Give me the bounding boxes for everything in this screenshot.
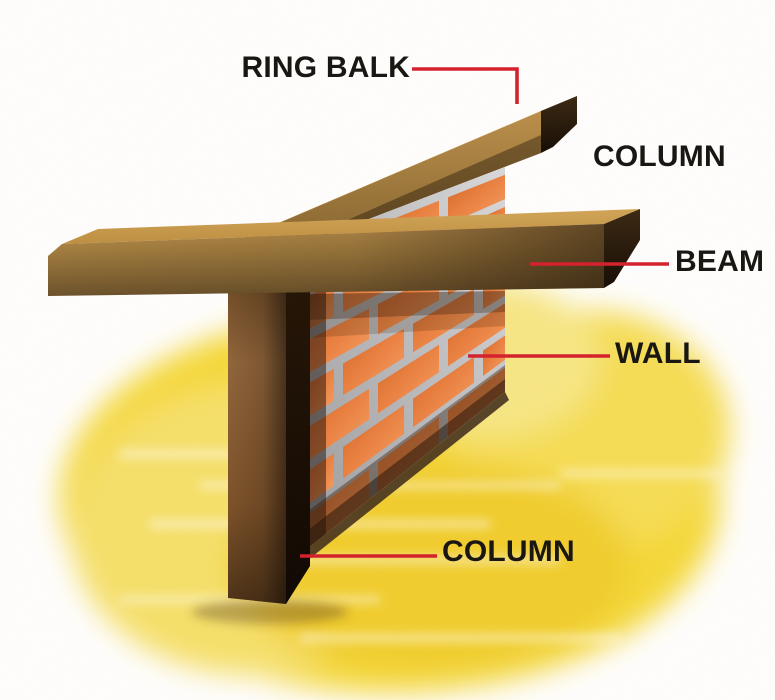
ring-balk-label: RING BALK [241, 51, 410, 84]
column-top-label: COLUMN [593, 140, 726, 173]
column-bottom-label: COLUMN [442, 535, 575, 568]
beam-label: BEAM [675, 245, 765, 278]
wall-label: WALL [615, 337, 701, 370]
